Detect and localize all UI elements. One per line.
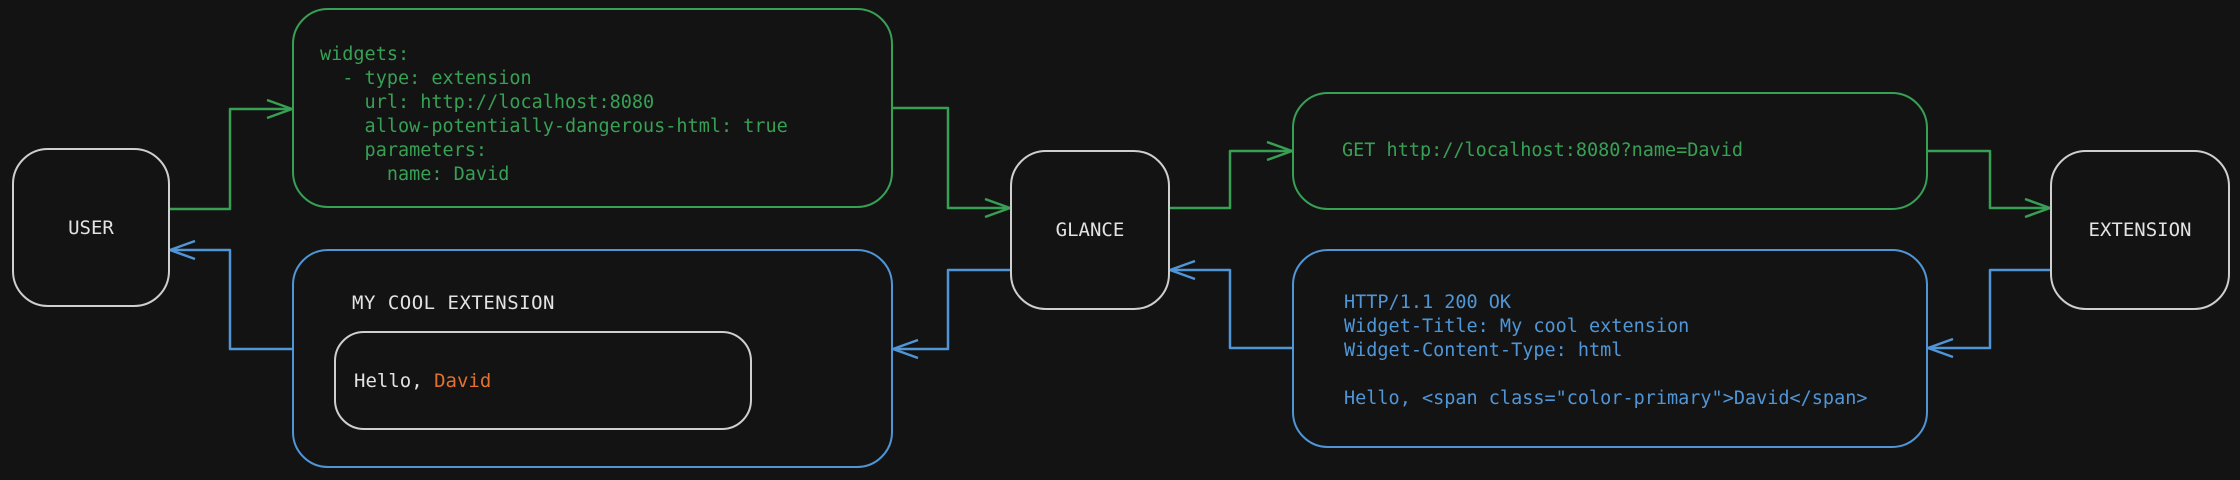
arrow-response-to-glance [1168,259,1292,350]
response-line: Widget-Content-Type: html [1344,340,1623,361]
config-line: widgets: [320,44,410,65]
widget-title: MY COOL EXTENSION [352,292,555,314]
config-line: - type: extension [320,68,532,89]
greeting-prefix: Hello, [354,369,435,392]
arrow-request-to-extension [1928,149,2052,219]
arrow-glance-to-widget [891,268,1010,360]
http-request-box: GET http://localhost:8080?name=David [1292,92,1928,210]
greeting-name: David [434,369,492,392]
arrow-config-to-glance [893,106,1012,219]
glance-node: GLANCE [1010,150,1170,310]
arrow-extension-to-response [1926,268,2050,359]
config-line: url: http://localhost:8080 [320,92,655,113]
arrow-widget-to-user [168,239,292,351]
widget-greeting-box: Hello, David [334,331,752,430]
glance-node-label: GLANCE [1055,219,1125,241]
extension-node: EXTENSION [2050,150,2230,310]
config-line: allow-potentially-dangerous-html: true [320,116,788,137]
http-response-box: HTTP/1.1 200 OK Widget-Title: My cool ex… [1292,249,1928,448]
user-node: USER [12,148,170,307]
user-node-label: USER [68,216,114,239]
config-request-box: widgets: - type: extension url: http://l… [292,8,893,208]
response-line: HTTP/1.1 200 OK [1344,292,1512,313]
response-line: Hello, <span class="color-primary">David… [1344,388,1868,409]
extension-node-label: EXTENSION [2088,219,2192,241]
http-request-line: GET http://localhost:8080?name=David [1342,140,1743,161]
response-line [1344,363,1926,387]
config-line: name: David [320,164,510,185]
widget-preview-box: MY COOL EXTENSION Hello, David [292,249,893,468]
arrow-glance-to-request [1170,140,1294,210]
arrow-user-to-config [170,98,294,211]
response-line: Widget-Title: My cool extension [1344,316,1690,337]
config-line: parameters: [320,140,488,161]
